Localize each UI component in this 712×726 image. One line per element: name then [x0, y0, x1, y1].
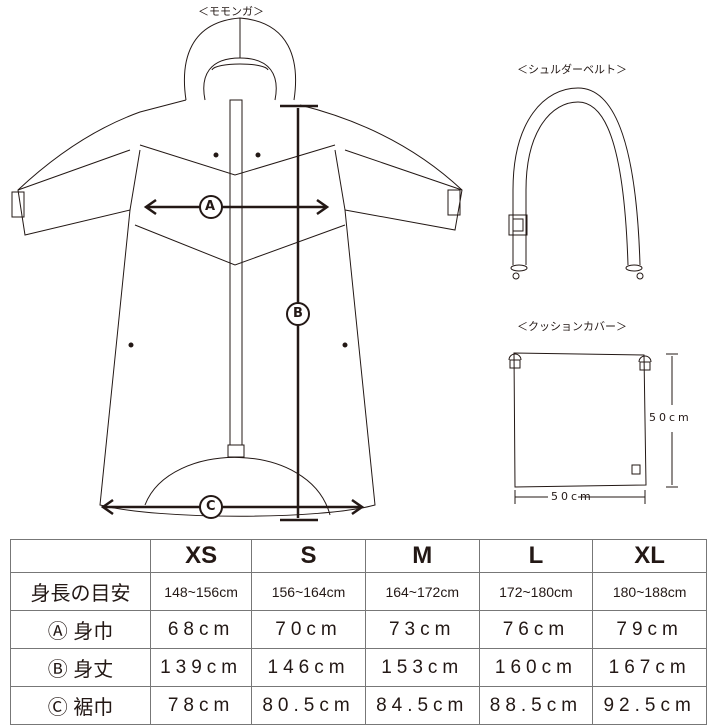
cell: 84.5cm	[364, 686, 480, 725]
mark-a: A	[205, 199, 216, 214]
size-s: S	[251, 539, 366, 573]
product-illustrations	[11, 17, 678, 522]
cushion-height-label: 50cm	[649, 411, 692, 424]
cell: 160cm	[478, 648, 594, 687]
cell: 172~180cm	[478, 572, 594, 611]
size-xl: XL	[592, 539, 707, 573]
cushion-cover-drawing	[508, 352, 678, 504]
size-l: L	[478, 539, 594, 573]
cell: 156~164cm	[251, 572, 366, 611]
cushion-cover-title: ＜クッションカバー＞	[517, 320, 627, 333]
row-label: Ⓒ 裾巾	[10, 686, 151, 725]
cell: 78cm	[149, 686, 253, 725]
mark-b: B	[293, 306, 303, 321]
momonga-coat-drawing	[11, 17, 463, 517]
table-row-body-width: Ⓐ 身巾 68cm 70cm 73cm 76cm 79cm	[10, 610, 707, 649]
size-m: M	[364, 539, 480, 573]
cell: 88.5cm	[478, 686, 594, 725]
cell: 73cm	[364, 610, 480, 649]
momonga-title: ＜モモンガ＞	[198, 5, 264, 18]
row-label: 身長の目安	[10, 572, 151, 611]
cell: 180~188cm	[592, 572, 707, 611]
size-table: XS S M L XL 身長の目安 148~156cm 156~164cm 16…	[10, 539, 707, 725]
cell: 80.5cm	[251, 686, 366, 725]
cell: 148~156cm	[149, 572, 253, 611]
mark-c: C	[206, 499, 216, 514]
table-row-hem-width: Ⓒ 裾巾 78cm 80.5cm 84.5cm 88.5cm 92.5cm	[10, 686, 707, 725]
cell: 70cm	[251, 610, 366, 649]
cell: 79cm	[592, 610, 707, 649]
header-blank	[10, 539, 151, 573]
shoulder-belt-title: ＜シュルダーベルト＞	[517, 63, 627, 76]
measurement-arrows	[100, 104, 365, 522]
cushion-width-label: 50cm	[551, 490, 594, 503]
row-label: Ⓑ 身丈	[10, 648, 151, 687]
cell: 139cm	[149, 648, 253, 687]
cell: 68cm	[149, 610, 253, 649]
shoulder-belt-drawing	[508, 87, 644, 280]
size-xs: XS	[149, 539, 253, 573]
table-row-body-length: Ⓑ 身丈 139cm 146cm 153cm 160cm 167cm	[10, 648, 707, 687]
row-label: Ⓐ 身巾	[10, 610, 151, 649]
cell: 146cm	[251, 648, 366, 687]
table-row-height-guide: 身長の目安 148~156cm 156~164cm 164~172cm 172~…	[10, 572, 707, 611]
cell: 76cm	[478, 610, 594, 649]
cell: 92.5cm	[592, 686, 707, 725]
size-header-row: XS S M L XL	[10, 539, 707, 573]
cell: 164~172cm	[364, 572, 480, 611]
cell: 167cm	[592, 648, 707, 687]
cell: 153cm	[364, 648, 480, 687]
